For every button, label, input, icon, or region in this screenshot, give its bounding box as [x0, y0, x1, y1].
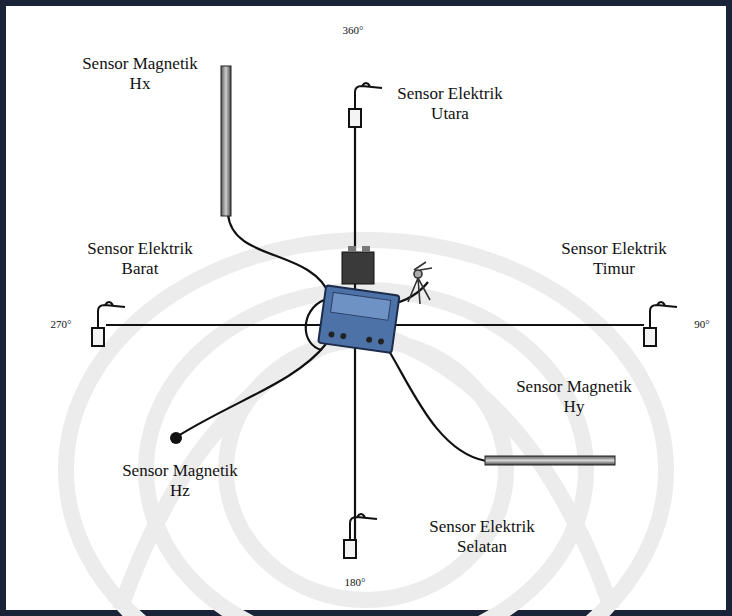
sensor-label: Sensor Elektrik Barat — [78, 239, 202, 280]
sensor-label: Sensor Magnetik Hx — [78, 54, 202, 95]
sensor-label: Sensor Magnetik Hy — [512, 377, 636, 418]
sensor-label: Sensor Elektrik Timur — [552, 239, 676, 280]
angle-label: 360° — [333, 24, 373, 37]
frame — [3, 3, 729, 613]
magnetic-sensor-hy — [485, 456, 615, 465]
sensor-cables — [178, 214, 486, 461]
magnetic-sensor-hx — [221, 66, 231, 216]
electric-sensors — [92, 83, 677, 558]
recorder-unit — [318, 246, 399, 353]
watermark — [66, 240, 666, 616]
magnetic-sensor-hz — [170, 432, 182, 444]
sensor-label: Sensor Elektrik Utara — [388, 84, 512, 125]
angle-label: 270° — [41, 318, 81, 331]
angle-label: 180° — [335, 576, 375, 589]
angle-label: 90° — [684, 318, 720, 331]
gps-tripod — [408, 262, 432, 304]
sensor-label: Sensor Magnetik Hz — [118, 461, 242, 502]
electrode-lines — [106, 127, 644, 540]
sensor-label: Sensor Elektrik Selatan — [420, 517, 544, 558]
